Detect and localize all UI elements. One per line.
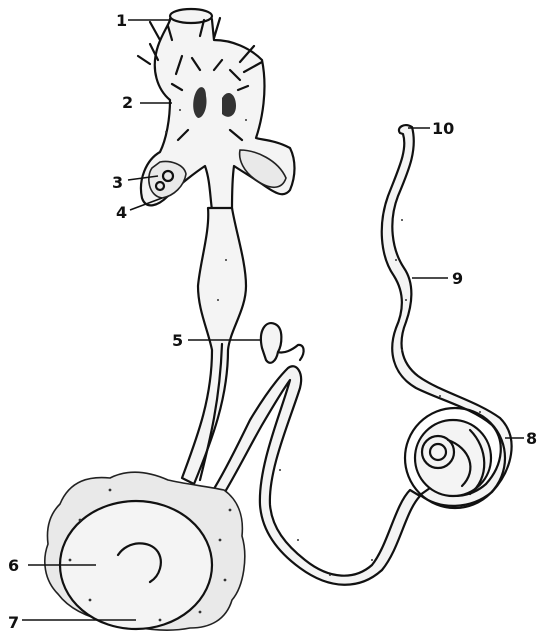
label-7: 7 xyxy=(8,613,19,632)
label-3: 3 xyxy=(112,173,123,192)
label-6: 6 xyxy=(8,556,19,575)
label-5: 5 xyxy=(172,331,183,350)
genital-aperture xyxy=(170,9,212,23)
blind-sac xyxy=(261,323,281,363)
gland-left xyxy=(149,162,186,199)
label-10: 10 xyxy=(432,119,454,138)
sac-stalk xyxy=(278,345,304,360)
long-duct xyxy=(182,208,246,484)
label-4: 4 xyxy=(116,203,127,222)
label-1: 1 xyxy=(116,11,127,30)
label-8: 8 xyxy=(526,429,537,448)
label-2: 2 xyxy=(122,93,133,112)
label-9: 9 xyxy=(452,269,463,288)
